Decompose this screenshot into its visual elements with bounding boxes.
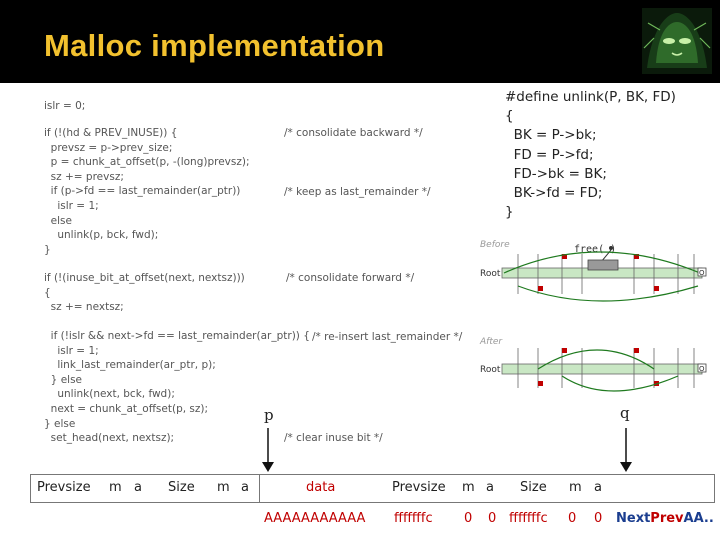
payload-zero-2: 0: [488, 511, 497, 526]
cell-a-3: a: [486, 480, 494, 495]
payload-fffffffc-2: fffffffc: [509, 511, 548, 526]
cell-m-2: m: [217, 480, 230, 495]
comment-consolidate-backward: /* consolidate backward */: [284, 127, 423, 139]
pointer-p-label: p: [264, 406, 274, 424]
root-label-after: Root: [480, 365, 501, 375]
chunk-header-bar-left: [30, 474, 260, 503]
code-consolidate-backward: if (!(hd & PREV_INUSE)) { prevsz = p->pr…: [44, 127, 250, 256]
cell-prevsize-2: Prevsize: [392, 480, 446, 495]
payload-fffffffc-1: fffffffc: [394, 511, 433, 526]
code-islr-init: islr = 0;: [44, 100, 86, 112]
comment-consolidate-forward: /* consolidate forward */: [286, 272, 415, 284]
cell-prevsize-1: Prevsize: [37, 480, 91, 495]
cell-a-1: a: [134, 480, 142, 495]
cell-size-2: Size: [520, 480, 547, 495]
avatar-face-icon: [642, 8, 712, 74]
root-label-before: Root: [480, 269, 501, 279]
unlink-diagram: Before free( ) Root O After Root O: [479, 240, 707, 392]
after-label: After: [479, 337, 503, 347]
cell-m-3: m: [462, 480, 475, 495]
cell-data: data: [306, 480, 336, 495]
header-bar: Malloc implementation: [0, 0, 720, 83]
cell-a-4: a: [594, 480, 602, 495]
comment-reinsert: /* re-insert last_remainder */: [312, 331, 463, 343]
payload-a-fill: AAAAAAAAAAA: [264, 511, 366, 526]
payload-tail: AA..: [683, 511, 714, 526]
pointer-q-arrow: [620, 428, 632, 472]
cell-m-4: m: [569, 480, 582, 495]
before-label: Before: [480, 240, 510, 250]
pointer-p-arrow: [262, 428, 274, 472]
comment-clear-inuse: /* clear inuse bit */: [284, 432, 383, 444]
code-reinsert-remainder: if (!islr && next->fd == last_remainder(…: [44, 330, 310, 445]
unlink-macro-definition: #define unlink(P, BK, FD) { BK = P->bk; …: [505, 89, 676, 221]
cell-a-2: a: [241, 480, 249, 495]
cell-m-1: m: [109, 480, 122, 495]
payload-next-word: Next: [616, 511, 651, 526]
comment-keep-remainder: /* keep as last_remainder */: [284, 186, 431, 198]
svg-text:O: O: [699, 269, 705, 277]
pointer-q-label: q: [620, 404, 630, 422]
payload-prev-word: Prev: [650, 511, 684, 526]
free-call-label: free( ): [574, 244, 616, 255]
slide-title: Malloc implementation: [44, 28, 385, 63]
svg-text:O: O: [699, 365, 705, 373]
chunk-header-bar-right: [259, 474, 715, 503]
cell-size-1: Size: [168, 480, 195, 495]
payload-next-prev: NextPrevAA..: [616, 511, 714, 526]
payload-zero-1: 0: [464, 511, 473, 526]
payload-zero-4: 0: [594, 511, 603, 526]
payload-zero-3: 0: [568, 511, 577, 526]
code-consolidate-forward: if (!(inuse_bit_at_offset(next, nextsz))…: [44, 272, 245, 314]
